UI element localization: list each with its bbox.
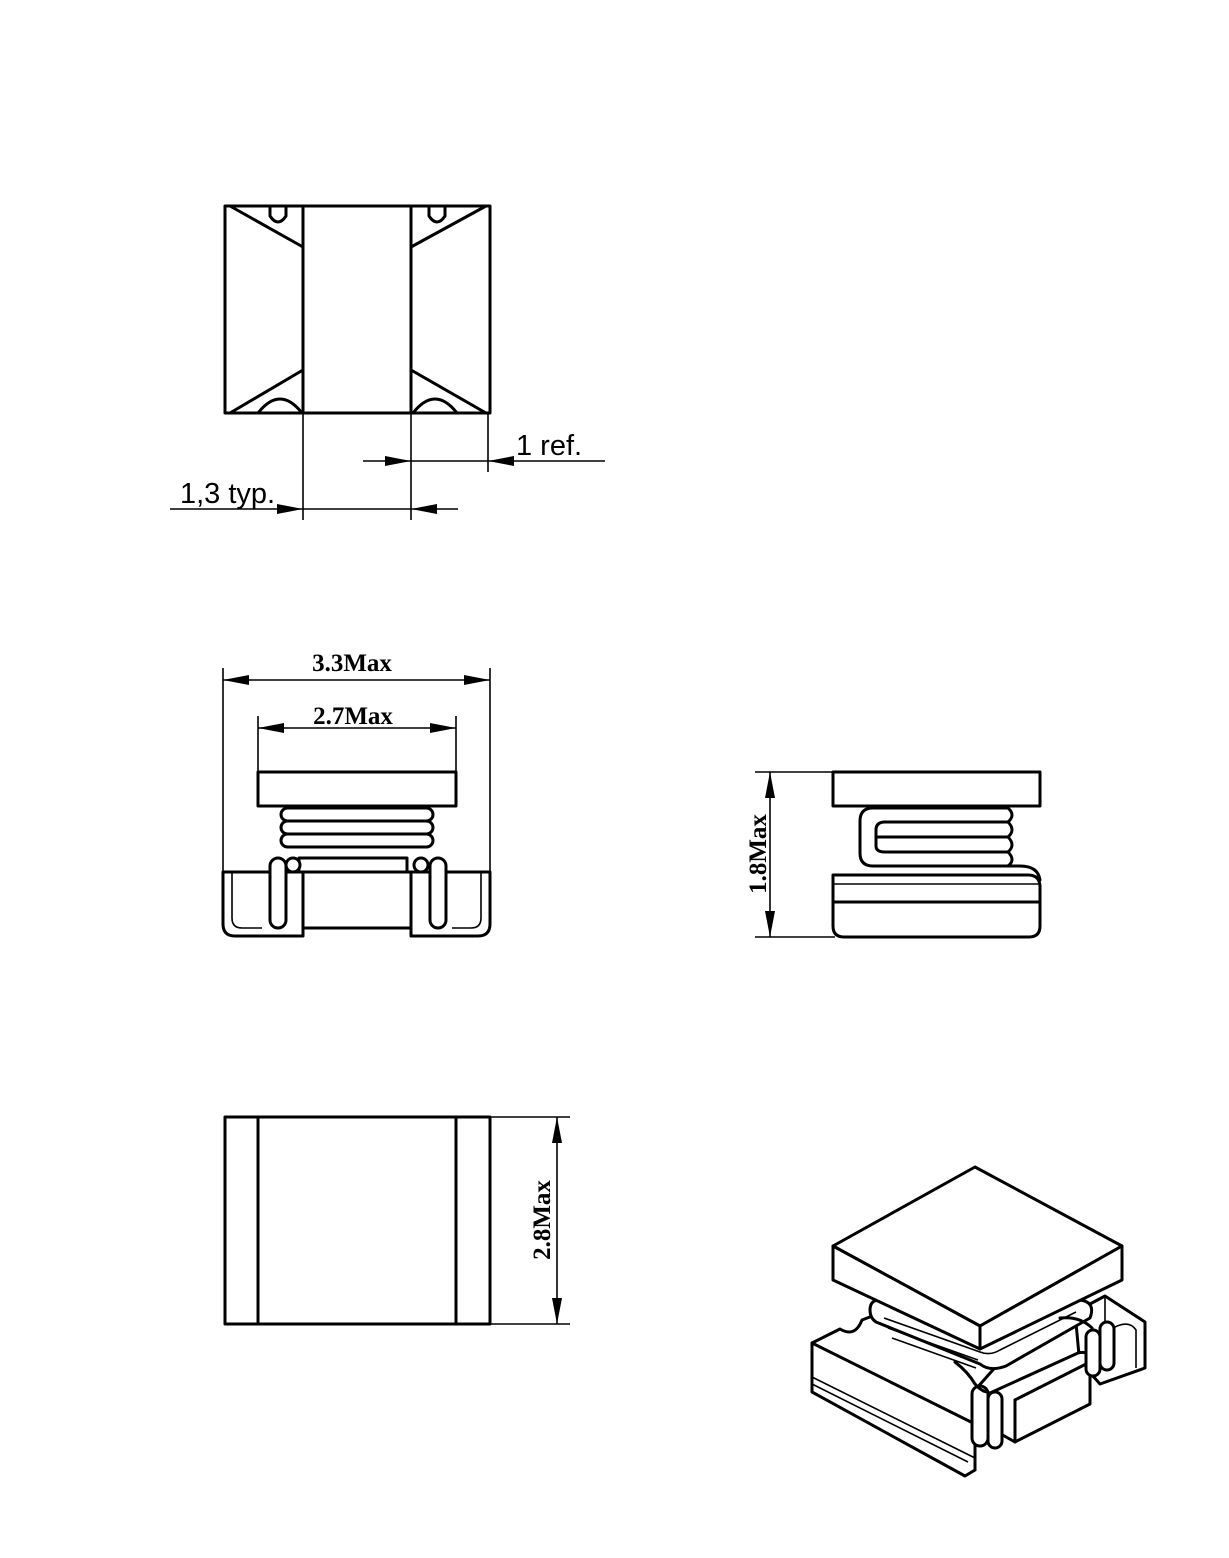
ref-dimension-label: 1 ref. <box>516 430 582 462</box>
side-view: 1.8Max <box>745 770 1042 939</box>
isometric-view <box>810 1165 1147 1478</box>
bottom-view: 2.8Max <box>223 1115 570 1326</box>
core-max-label: 2.7Max <box>313 703 393 730</box>
width-max-label: 3.3Max <box>312 650 392 677</box>
length-max-label: 2.8Max <box>529 1180 556 1260</box>
top-view: 1 ref. 1,3 typ. <box>170 204 605 520</box>
front-view: 3.3Max 2.7Max <box>221 650 492 938</box>
height-max-label: 1.8Max <box>745 814 772 894</box>
typ-dimension-label: 1,3 typ. <box>180 478 275 510</box>
